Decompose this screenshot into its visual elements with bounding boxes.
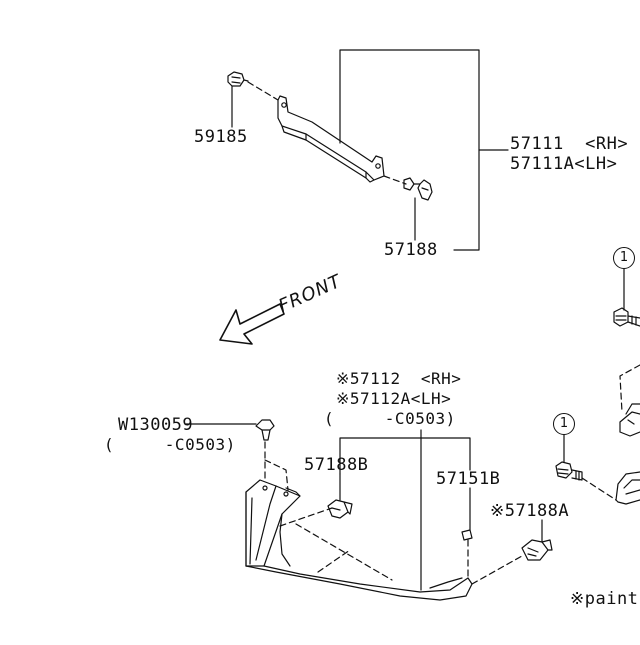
label-57112-range: ( -C0503)	[324, 409, 456, 428]
label-57151b: 57151B	[436, 469, 501, 489]
label-57188: 57188	[384, 240, 438, 260]
bracket-right-lower-icon	[616, 472, 640, 504]
fastener-right-mid-icon	[620, 404, 640, 436]
bracket-arm-icon	[278, 96, 384, 182]
axis-right-upper	[620, 365, 640, 412]
label-w130059-range: ( -C0503)	[104, 435, 236, 454]
bolt-right-lower-icon	[556, 462, 582, 480]
clip-w130059-icon	[256, 420, 274, 440]
label-57112-rh: ※57112 <RH>	[336, 369, 462, 388]
axis-upper-bolt	[248, 82, 278, 100]
axis-right-lower	[582, 478, 616, 500]
clip-57188-icon	[404, 178, 432, 200]
axis-inner-2	[296, 524, 392, 580]
label-59185: 59185	[194, 127, 248, 147]
label-57188a: ※57188A	[490, 501, 570, 521]
clip-57188a-icon	[522, 540, 552, 560]
label-paint-note: ※paint	[570, 589, 639, 609]
leader-57111-box	[340, 50, 479, 250]
bolt-right-upper-icon	[614, 308, 640, 326]
clip-57188b-icon	[328, 500, 352, 518]
front-arrow-icon	[220, 304, 284, 344]
label-57111-rh: 57111 <RH>	[510, 134, 629, 154]
ref-circle-1-lower: 1	[553, 413, 575, 435]
label-w130059: W130059	[118, 415, 194, 435]
label-57112a-lh: ※57112A<LH>	[336, 389, 452, 408]
right-partial-parts	[556, 269, 640, 504]
label-57188b: 57188B	[304, 455, 369, 475]
axis-inner-1	[280, 508, 332, 526]
lower-bracket-assembly	[186, 420, 552, 600]
bolt-59185-icon	[228, 72, 248, 86]
axis-w130059-b	[265, 460, 288, 490]
axis-inner-3	[318, 550, 350, 572]
side-bracket-icon	[246, 480, 472, 600]
clip-57151b-icon	[462, 530, 472, 540]
leader-57112-box	[340, 438, 470, 474]
axis-57188a	[472, 556, 522, 584]
ref-circle-1-upper: 1	[613, 247, 635, 269]
axis-lower-nut	[384, 176, 406, 184]
label-57111a-lh: 57111A<LH>	[510, 154, 618, 174]
upper-bracket-assembly	[228, 50, 508, 250]
